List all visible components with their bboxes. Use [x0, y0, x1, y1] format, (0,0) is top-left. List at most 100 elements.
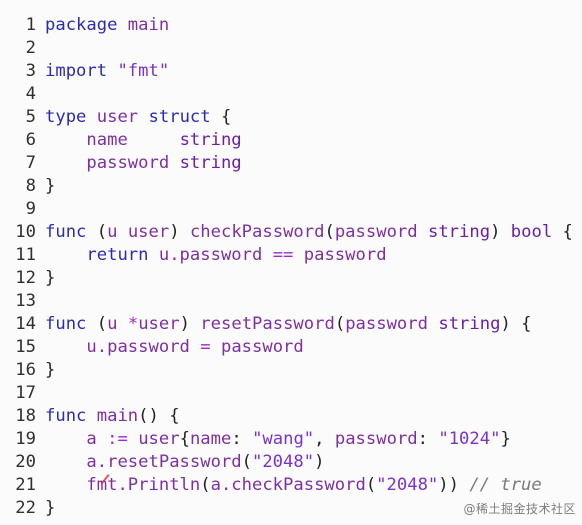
code-token: func: [45, 222, 87, 242]
code-token: [45, 153, 86, 173]
code-token: package: [45, 15, 118, 35]
code-token: }: [45, 268, 56, 288]
code-text: }: [45, 267, 55, 290]
line-number: 7: [25, 153, 36, 173]
code-token: string: [438, 314, 501, 334]
code-token: }: [45, 176, 56, 196]
code-text: func (u user) checkPassword(password str…: [45, 221, 573, 244]
code-token: ): [179, 314, 201, 334]
code-text: func main() {: [45, 405, 180, 428]
code-token: user: [127, 222, 170, 242]
line-number: 10: [15, 222, 36, 242]
code-token: (: [324, 222, 335, 242]
code-token: ): [314, 452, 325, 472]
code-token: // true: [469, 475, 542, 495]
code-text: import "fmt": [45, 60, 169, 83]
line-number: 19: [15, 429, 36, 449]
line-number: 11: [15, 245, 36, 265]
line-number: 22: [15, 498, 36, 518]
code-token: a: [86, 429, 97, 449]
code-token: (: [200, 475, 211, 495]
code-token: func: [45, 406, 87, 426]
code-token: [45, 337, 86, 357]
code-token: string: [179, 130, 242, 150]
code-token: ): [490, 222, 511, 242]
code-text: func (u *user) resetPassword(password st…: [45, 313, 531, 336]
code-text: }: [45, 175, 55, 198]
code-text: }: [45, 359, 55, 382]
line-number: 14: [15, 314, 36, 334]
code-token: ) {: [500, 314, 532, 334]
code-token: [138, 107, 148, 127]
code-token: checkPassword: [189, 222, 325, 242]
code-token: name: [189, 429, 232, 449]
code-token: fmt.Println: [86, 475, 201, 495]
pen-cursor-icon: [101, 474, 110, 484]
code-text: package main: [45, 14, 169, 37]
code-token: *: [127, 314, 139, 334]
code-token: [293, 245, 303, 265]
code-token: [128, 429, 138, 449]
line-number: 3: [25, 61, 36, 81]
code-token: "fmt": [117, 61, 170, 81]
code-token: (: [241, 452, 252, 472]
code-text: a.resetPassword("2048"): [45, 451, 324, 474]
code-token: ==: [272, 245, 294, 265]
code-token: struct: [148, 107, 211, 127]
code-token: [117, 314, 127, 334]
code-token: "2048": [251, 452, 315, 472]
line-number: 17: [15, 383, 36, 403]
line-number: 4: [25, 84, 36, 104]
line-number: 2: [25, 38, 36, 58]
code-token: password: [334, 429, 418, 449]
code-token: () {: [138, 406, 180, 426]
code-token: [117, 15, 127, 35]
line-number: 20: [15, 452, 36, 472]
code-token: :: [417, 429, 439, 449]
code-token: user: [138, 429, 180, 449]
code-token: [149, 245, 159, 265]
code-token: user: [96, 107, 139, 127]
code-token: [418, 222, 428, 242]
code-token: [107, 61, 117, 81]
code-token: "2048": [376, 475, 439, 495]
code-token: [86, 107, 96, 127]
line-number: 8: [25, 176, 36, 196]
code-token: name: [86, 130, 128, 150]
code-token: ): [169, 222, 190, 242]
code-token: u.password: [158, 245, 263, 265]
code-token: )): [438, 475, 470, 495]
code-text: u.password = password: [45, 336, 304, 359]
code-token: =: [200, 337, 211, 357]
code-token: [45, 429, 86, 449]
code-token: type: [45, 107, 87, 127]
code-token: u: [107, 314, 118, 334]
code-token: u: [107, 222, 118, 242]
code-token: resetPassword: [200, 314, 335, 334]
code-token: (: [86, 314, 108, 334]
code-token: string: [179, 153, 242, 173]
code-text: name string: [45, 129, 242, 152]
code-token: [190, 337, 200, 357]
line-number: 21: [15, 475, 36, 495]
code-text: }: [45, 497, 55, 520]
watermark: @稀土掘金技术社区: [463, 502, 576, 516]
code-token: password: [345, 314, 428, 334]
code-token: }: [45, 498, 56, 518]
code-token: [211, 337, 221, 357]
line-number: 16: [15, 360, 36, 380]
code-text: a := user{name: "wang", password: "1024"…: [45, 428, 511, 451]
line-number: 13: [15, 291, 36, 311]
code-token: "1024": [438, 429, 501, 449]
code-token: }: [500, 429, 511, 449]
code-token: password: [220, 337, 304, 357]
line-number: 6: [25, 130, 36, 150]
code-token: [428, 314, 438, 334]
code-token: import: [45, 61, 108, 81]
code-text: type user struct {: [45, 106, 231, 129]
line-number: 1: [25, 15, 36, 35]
code-token: {: [210, 107, 232, 127]
code-token: [45, 245, 86, 265]
line-number: 18: [15, 406, 36, 426]
